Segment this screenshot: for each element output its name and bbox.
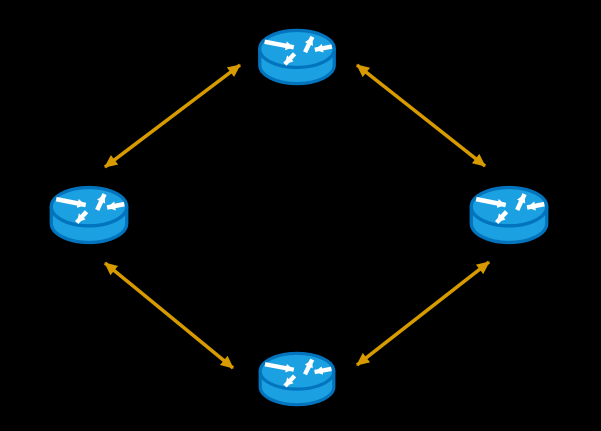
router-arrow-out-upright [95,193,107,211]
router-bottom [258,351,336,407]
router-left [49,185,129,245]
router-arrow-in-left [314,43,333,53]
router-arrow-out-downleft [495,210,509,225]
router-arrow-in-left [106,201,125,211]
router-right [469,185,549,245]
router-arrow-in-right [264,39,295,51]
link-right-bottom [355,260,491,367]
router-top-face [49,185,129,228]
router-arrow-out-downleft [75,210,89,225]
router-top-face [258,28,336,70]
router-arrow-in-right [475,196,507,208]
router-top-face [469,185,549,228]
router-arrow-in-right [264,362,295,373]
router-arrow-out-upright [303,35,315,54]
link-left-bottom [103,261,235,370]
router-arrow-out-downleft [283,52,297,66]
router-arrow-out-upright [515,193,527,211]
router-arrow-in-right [55,196,87,208]
router-arrow-in-left [314,366,332,375]
router-top [258,28,336,86]
router-arrow-out-downleft [283,374,297,388]
router-arrow-out-upright [303,358,315,376]
router-arrow-in-left [526,201,545,211]
link-top-right [355,63,487,168]
link-top-left [103,63,242,169]
router-top-face [258,351,336,391]
